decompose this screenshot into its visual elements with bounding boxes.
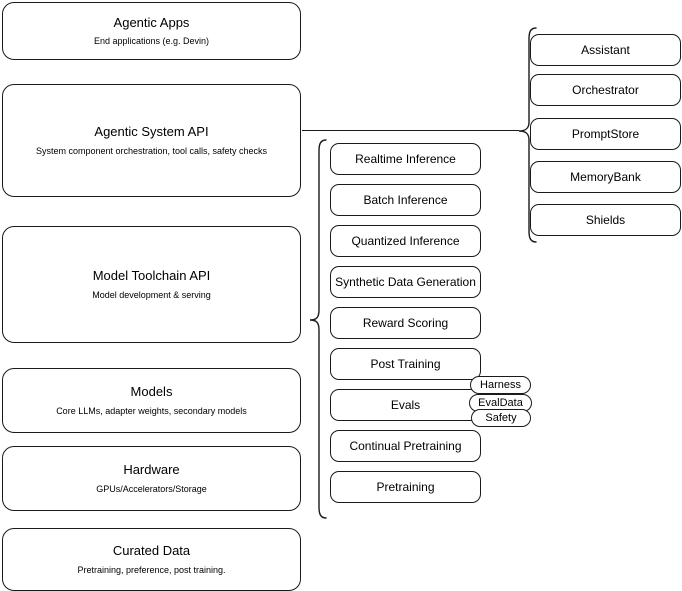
brace-toolchain-components	[304, 138, 328, 520]
layer-subtitle: End applications (e.g. Devin)	[93, 36, 210, 46]
component-label: PromptStore	[571, 126, 640, 141]
component-label: Orchestrator	[572, 82, 639, 97]
component-label: Batch Inference	[363, 192, 448, 207]
layer-card-models[interactable]: Models Core LLMs, adapter weights, secon…	[2, 368, 301, 433]
component-label: Reward Scoring	[362, 315, 449, 330]
connector-line-system-api-to-components	[302, 130, 519, 131]
layer-card-agentic-system-api[interactable]: Agentic System API System component orch…	[2, 84, 301, 197]
layer-title: Curated Data	[112, 543, 191, 559]
component-post-training[interactable]: Post Training	[330, 348, 481, 380]
system-component-shields[interactable]: Shields	[530, 204, 681, 236]
component-continual-pretraining[interactable]: Continual Pretraining	[330, 430, 481, 462]
component-synthetic-data-generation[interactable]: Synthetic Data Generation	[330, 266, 481, 298]
component-label: Assistant	[581, 42, 630, 57]
layer-card-hardware[interactable]: Hardware GPUs/Accelerators/Storage	[2, 446, 301, 511]
badge-evaldata[interactable]: EvalData	[469, 394, 532, 412]
badge-label: Safety	[485, 412, 517, 424]
layer-subtitle: Pretraining, preference, post training.	[77, 564, 226, 575]
component-label: Quantized Inference	[351, 233, 460, 248]
layer-title: Model Toolchain API	[92, 268, 211, 284]
layer-subtitle: Model development & serving	[92, 289, 211, 300]
component-label: Synthetic Data Generation	[335, 274, 476, 289]
system-component-memorybank[interactable]: MemoryBank	[530, 161, 681, 193]
layer-card-agentic-apps[interactable]: Agentic Apps End applications (e.g. Devi…	[2, 2, 301, 60]
layer-card-model-toolchain-api[interactable]: Model Toolchain API Model development & …	[2, 226, 301, 343]
component-label: Shields	[585, 212, 626, 227]
badge-label: EvalData	[478, 397, 523, 409]
component-label: Continual Pretraining	[349, 438, 462, 453]
system-component-promptstore[interactable]: PromptStore	[530, 118, 681, 150]
layer-card-curated-data[interactable]: Curated Data Pretraining, preference, po…	[2, 528, 301, 591]
component-label: MemoryBank	[570, 169, 641, 184]
layer-subtitle: System component orchestration, tool cal…	[35, 145, 268, 156]
layer-title: Agentic System API	[94, 124, 209, 140]
component-label: Pretraining	[376, 479, 435, 494]
layer-title: Hardware	[123, 462, 180, 478]
component-label: Realtime Inference	[355, 151, 456, 166]
system-component-orchestrator[interactable]: Orchestrator	[530, 74, 681, 106]
component-label: Post Training	[370, 356, 441, 371]
component-label: Evals	[390, 397, 421, 412]
system-component-assistant[interactable]: Assistant	[530, 34, 681, 66]
badge-label: Harness	[480, 379, 521, 391]
layer-title: Models	[130, 384, 173, 400]
component-realtime-inference[interactable]: Realtime Inference	[330, 143, 481, 175]
component-quantized-inference[interactable]: Quantized Inference	[330, 225, 481, 257]
badge-safety[interactable]: Safety	[471, 409, 531, 427]
component-batch-inference[interactable]: Batch Inference	[330, 184, 481, 216]
component-pretraining[interactable]: Pretraining	[330, 471, 481, 503]
layer-title: Agentic Apps	[113, 14, 190, 30]
layer-subtitle: Core LLMs, adapter weights, secondary mo…	[56, 405, 247, 416]
component-reward-scoring[interactable]: Reward Scoring	[330, 307, 481, 339]
component-evals[interactable]: Evals	[330, 389, 481, 421]
badge-harness[interactable]: Harness	[470, 376, 531, 394]
layer-subtitle: GPUs/Accelerators/Storage	[96, 483, 207, 494]
